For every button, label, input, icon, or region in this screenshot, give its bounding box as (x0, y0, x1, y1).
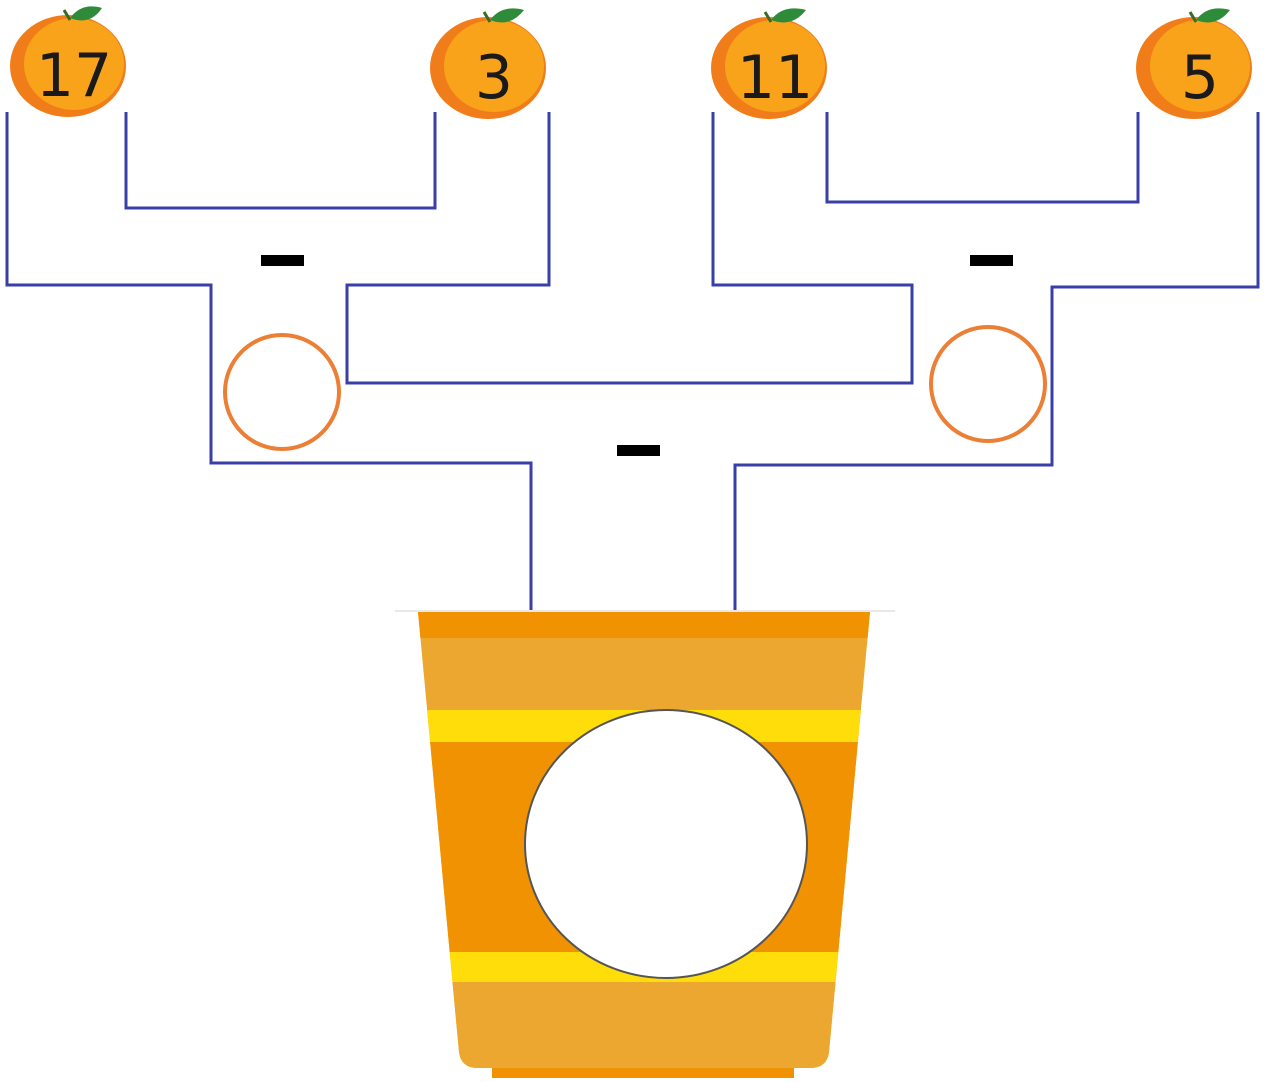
minus-sign-right (970, 255, 1013, 266)
operators (261, 255, 1013, 456)
orange-number-3: 3 (475, 43, 513, 113)
orange-number-17: 17 (36, 41, 112, 111)
orange-stem (1188, 11, 1198, 23)
pipe-network (5, 112, 1260, 612)
pipe-outer-left (5, 112, 533, 612)
orange-number-11: 11 (737, 43, 813, 113)
leaf-icon (771, 8, 806, 23)
minus-sign-left (261, 255, 304, 266)
leaf-icon (70, 6, 102, 21)
leaf-icon (1196, 8, 1230, 23)
orange-number-5: 5 (1181, 43, 1219, 113)
orange-17: 17 (10, 6, 126, 117)
pipe-outer-right (733, 112, 1260, 612)
orange-stem (482, 11, 492, 23)
orange-body (24, 18, 124, 110)
answer-slot-right[interactable] (929, 325, 1047, 443)
answer-slot-cup[interactable] (524, 709, 808, 979)
orange-body (1150, 20, 1250, 112)
leaf-icon (490, 8, 524, 23)
pipe-between-left (345, 112, 914, 385)
pipe-inner-left (124, 112, 437, 210)
orange-stem (62, 9, 72, 21)
juice-cup (395, 610, 895, 1078)
orange-body (725, 20, 825, 112)
orange-5: 5 (1136, 8, 1252, 119)
minus-sign-bottom (617, 445, 660, 456)
answer-slots (223, 325, 1047, 451)
pipe-inner-right (825, 112, 1140, 204)
orange-11: 11 (711, 8, 827, 119)
orange-stem (763, 11, 773, 23)
answer-slot-left[interactable] (223, 333, 341, 451)
orange-3: 3 (430, 8, 546, 119)
cup-base (492, 1068, 794, 1078)
orange-body (444, 20, 544, 112)
